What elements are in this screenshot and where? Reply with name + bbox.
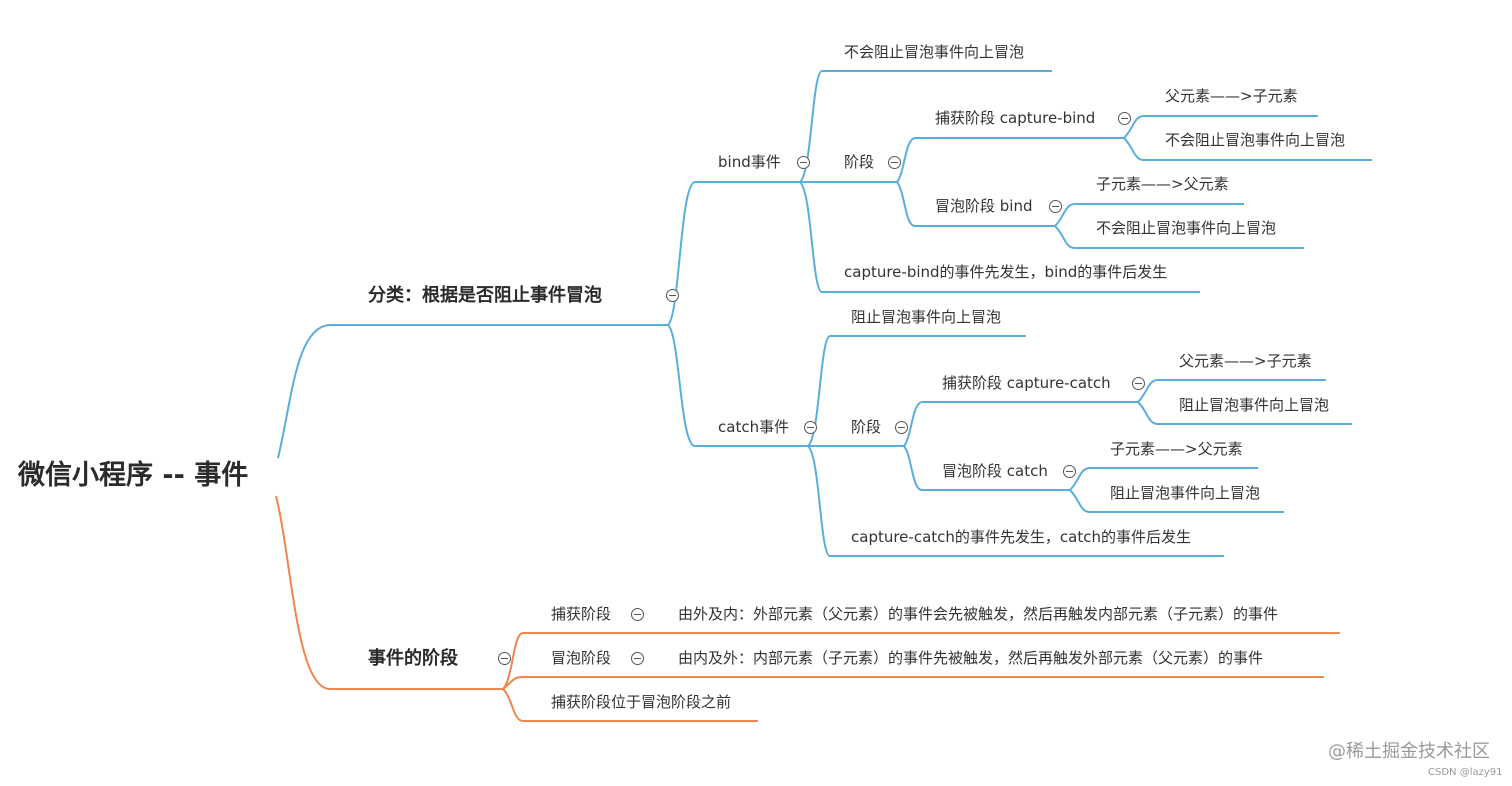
bind-phase-label[interactable]: 阶段 xyxy=(844,153,875,171)
bind-bubble-item-1[interactable]: 子元素——>父元素 xyxy=(1096,175,1229,193)
connector-catch-bubble xyxy=(903,445,1070,491)
catch-order[interactable]: capture-catch的事件先发生，catch的事件后发生 xyxy=(851,528,1191,546)
stages-label[interactable]: 事件的阶段 xyxy=(368,648,458,669)
collapse-icon[interactable] xyxy=(1132,377,1145,390)
collapse-icon[interactable] xyxy=(1118,112,1131,125)
classification-label[interactable]: 分类：根据是否阻止事件冒泡 xyxy=(368,285,602,306)
connector-catch-order xyxy=(807,445,1224,557)
root-title[interactable]: 微信小程序 -- 事件 xyxy=(18,460,249,491)
collapse-icon[interactable] xyxy=(1063,465,1076,478)
bind-bubble-item-2[interactable]: 不会阻止冒泡事件向上冒泡 xyxy=(1096,219,1277,237)
watermark-credit: CSDN @lazy91 xyxy=(1428,767,1503,778)
bind-capture-item-1[interactable]: 父元素——>子元素 xyxy=(1165,87,1298,105)
watermark-site: @稀土掘金技术社区 xyxy=(1328,741,1490,762)
stage-order[interactable]: 捕获阶段位于冒泡阶段之前 xyxy=(551,693,732,711)
catch-bubble-item-2[interactable]: 阻止冒泡事件向上冒泡 xyxy=(1110,484,1261,502)
collapse-icon[interactable] xyxy=(888,156,901,169)
connector-catch xyxy=(667,324,808,447)
collapse-icon[interactable] xyxy=(666,289,679,302)
connector-bind-note xyxy=(799,70,1052,183)
collapse-icon[interactable] xyxy=(797,156,810,169)
collapse-icon[interactable] xyxy=(804,421,817,434)
connector-classification xyxy=(277,324,668,459)
connector-catch-capture xyxy=(903,401,1138,447)
connector-catch-note xyxy=(807,335,1026,447)
stage-capture-label[interactable]: 捕获阶段 xyxy=(551,605,612,623)
connector-stages xyxy=(275,495,503,690)
catch-bubble-item-1[interactable]: 子元素——>父元素 xyxy=(1110,440,1243,458)
bind-event-label[interactable]: bind事件 xyxy=(718,153,781,171)
catch-event-label[interactable]: catch事件 xyxy=(718,418,790,436)
catch-phase-label[interactable]: 阶段 xyxy=(851,418,882,436)
bind-capture-label[interactable]: 捕获阶段 capture-bind xyxy=(935,109,1096,127)
collapse-icon[interactable] xyxy=(631,608,644,621)
collapse-icon[interactable] xyxy=(631,652,644,665)
bind-order[interactable]: capture-bind的事件先发生，bind的事件后发生 xyxy=(844,263,1168,281)
collapse-icon[interactable] xyxy=(895,421,908,434)
connector-catch-bubble-1 xyxy=(1069,467,1258,491)
catch-bubble-label[interactable]: 冒泡阶段 catch xyxy=(942,462,1048,480)
connector-bind-capture-2 xyxy=(1123,137,1372,161)
catch-note[interactable]: 阻止冒泡事件向上冒泡 xyxy=(851,308,1002,326)
connector-bind xyxy=(667,181,800,326)
connector-catch-bubble-2 xyxy=(1069,489,1284,513)
bind-bubble-label[interactable]: 冒泡阶段 bind xyxy=(935,197,1033,215)
orange-connectors xyxy=(275,495,1340,722)
connector-bind-bubble xyxy=(896,181,1055,227)
connector-catch-capture-1 xyxy=(1137,379,1326,403)
connector-bind-bubble-1 xyxy=(1054,203,1244,227)
blue-connectors xyxy=(277,70,1372,557)
connector-bind-capture-1 xyxy=(1123,115,1318,139)
connector-bind-capture xyxy=(896,137,1124,183)
connector-stage-bubble xyxy=(502,676,1324,690)
connector-stage-capture xyxy=(502,632,1340,690)
bind-capture-item-2[interactable]: 不会阻止冒泡事件向上冒泡 xyxy=(1165,131,1346,149)
catch-capture-item-2[interactable]: 阻止冒泡事件向上冒泡 xyxy=(1179,396,1330,414)
stage-bubble-desc[interactable]: 由内及外：内部元素（子元素）的事件先被触发，然后再触发外部元素（父元素）的事件 xyxy=(678,649,1264,667)
connector-bind-bubble-2 xyxy=(1054,225,1304,249)
bind-note[interactable]: 不会阻止冒泡事件向上冒泡 xyxy=(844,43,1025,61)
connector-stage-order xyxy=(502,688,758,722)
stage-bubble-label[interactable]: 冒泡阶段 xyxy=(551,649,612,667)
catch-capture-label[interactable]: 捕获阶段 capture-catch xyxy=(942,374,1111,392)
connector-bind-order xyxy=(799,181,1200,293)
collapse-icon[interactable] xyxy=(498,652,511,665)
connector-catch-capture-2 xyxy=(1137,401,1352,425)
catch-capture-item-1[interactable]: 父元素——>子元素 xyxy=(1179,352,1312,370)
stage-capture-desc[interactable]: 由外及内：外部元素（父元素）的事件会先被触发，然后再触发内部元素（子元素）的事件 xyxy=(678,605,1279,623)
collapse-icon[interactable] xyxy=(1049,200,1062,213)
